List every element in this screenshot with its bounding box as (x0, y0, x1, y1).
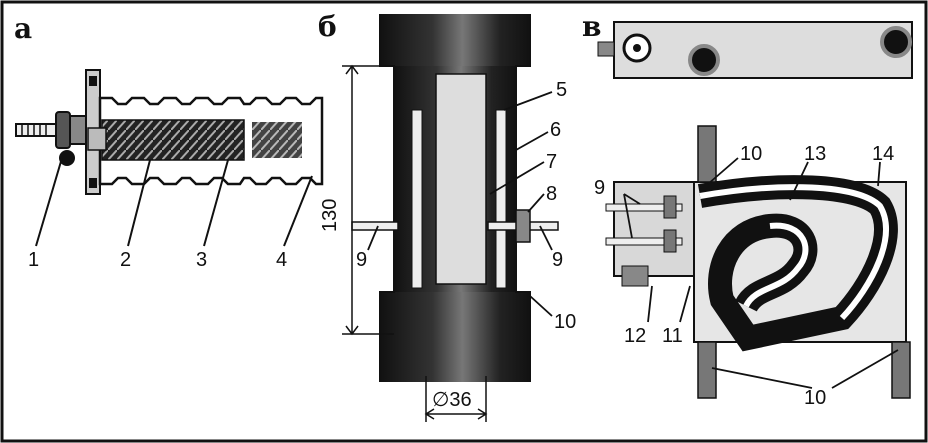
leader-lines-b (367, 91, 553, 317)
port-circle-2 (688, 44, 720, 76)
heating-spring (101, 119, 245, 161)
port-circle-1-dot (633, 44, 641, 52)
spring-end (252, 122, 302, 158)
label-14: 14 (872, 143, 894, 165)
panel-a: а 1 2 3 4 (14, 12, 324, 271)
stud-threads (21, 124, 47, 136)
flange-hole-bottom (89, 178, 97, 188)
dimension-36: ∅36 (432, 389, 472, 411)
nut-ring (59, 150, 75, 166)
label-10-top: 10 (740, 143, 762, 165)
flange-hole-top (89, 76, 97, 86)
panel-b: б 130 ∅36 5 6 7 8 9 9 10 (318, 10, 576, 422)
label-6: 6 (550, 119, 561, 141)
core-rod (87, 127, 107, 151)
pipe-bottom-left (697, 341, 717, 399)
panel-a-letter: а (14, 12, 32, 45)
inner-rod-left (411, 109, 423, 289)
label-9-left: 9 (356, 249, 367, 271)
nut-2 (69, 115, 87, 145)
terminal-nut-c2 (663, 229, 677, 253)
dimension-line-130 (342, 64, 394, 336)
top-view-bar (613, 21, 913, 79)
leader-lines-a (35, 157, 313, 247)
pipe-lower (380, 292, 530, 382)
top-view-bolt (597, 41, 615, 57)
panel-c-letter: в (582, 10, 601, 43)
pipe-bottom-right (891, 341, 911, 399)
label-3: 3 (196, 249, 207, 271)
serpentine-heater-highlight (699, 184, 889, 321)
label-5: 5 (556, 79, 567, 101)
dimension-line-36 (424, 376, 488, 422)
label-9-right: 9 (552, 249, 563, 271)
pipe-top (697, 125, 717, 183)
label-4: 4 (276, 249, 287, 271)
nut (55, 111, 71, 149)
label-9-c: 9 (594, 177, 605, 199)
label-8: 8 (546, 183, 557, 205)
terminal-nut-c1 (663, 195, 677, 219)
panel-b-letter: б (318, 10, 337, 43)
terminal-bolt-left (351, 221, 399, 231)
label-1: 1 (28, 249, 39, 271)
label-10: 10 (554, 311, 576, 333)
port-circle-3 (880, 26, 912, 58)
inner-rod-right (495, 109, 507, 289)
pipe-upper (380, 14, 530, 66)
dimension-130: 130 (319, 199, 341, 232)
cable-clamp (621, 265, 649, 287)
terminal-nut (515, 209, 531, 243)
terminal-bolt-c1 (605, 203, 683, 212)
label-11: 11 (662, 325, 683, 347)
label-10-bottom: 10 (804, 387, 826, 409)
inner-element (435, 73, 487, 285)
panel-c: в 10 13 14 9 12 11 10 (582, 10, 913, 409)
terminal-bolt-c2 (605, 237, 683, 246)
label-13: 13 (804, 143, 826, 165)
label-2: 2 (120, 249, 131, 271)
leader-lines-c (623, 157, 899, 389)
label-12: 12 (624, 325, 646, 347)
label-7: 7 (546, 151, 557, 173)
